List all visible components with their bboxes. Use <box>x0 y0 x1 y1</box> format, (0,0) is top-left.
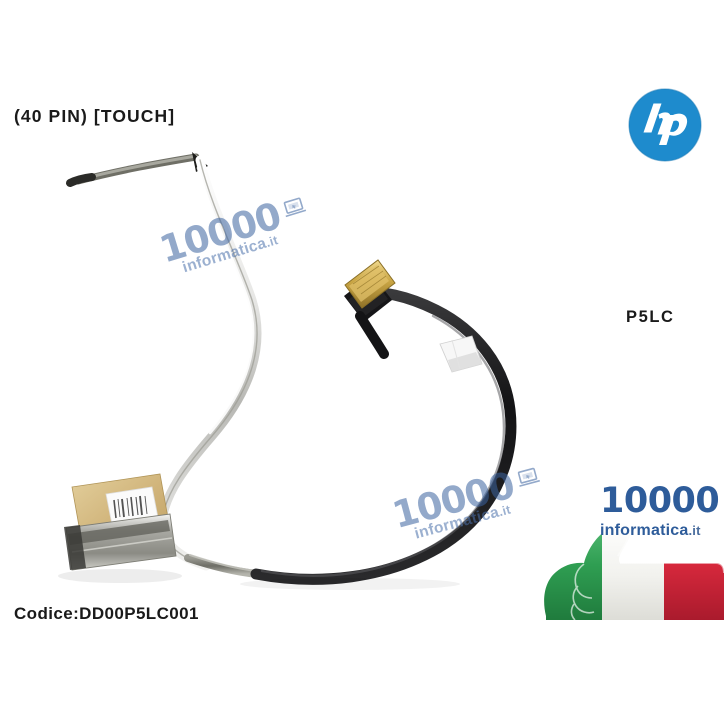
board-connector-40pin <box>64 473 177 571</box>
model-label: P5LC <box>626 308 675 326</box>
thumbs-up-italian-flag-icon <box>544 522 724 620</box>
display-connector <box>344 259 396 359</box>
cable-flat-strip <box>184 553 262 578</box>
brand-name: informatica.it <box>600 522 701 539</box>
cable-black-jacket <box>250 286 517 585</box>
brand-logo: 10000 informatica.it <box>540 478 724 620</box>
product-code-label: Codice:DD00P5LC001 <box>14 604 199 623</box>
hp-logo-icon <box>628 88 702 162</box>
pin-spec-label: (40 PIN) [TOUCH] <box>14 106 176 126</box>
brand-text: 10000 informatica.it <box>600 484 724 540</box>
hp-logo <box>628 88 702 162</box>
brand-number: 10000 <box>600 481 720 521</box>
cable-tape-marker <box>439 335 483 373</box>
